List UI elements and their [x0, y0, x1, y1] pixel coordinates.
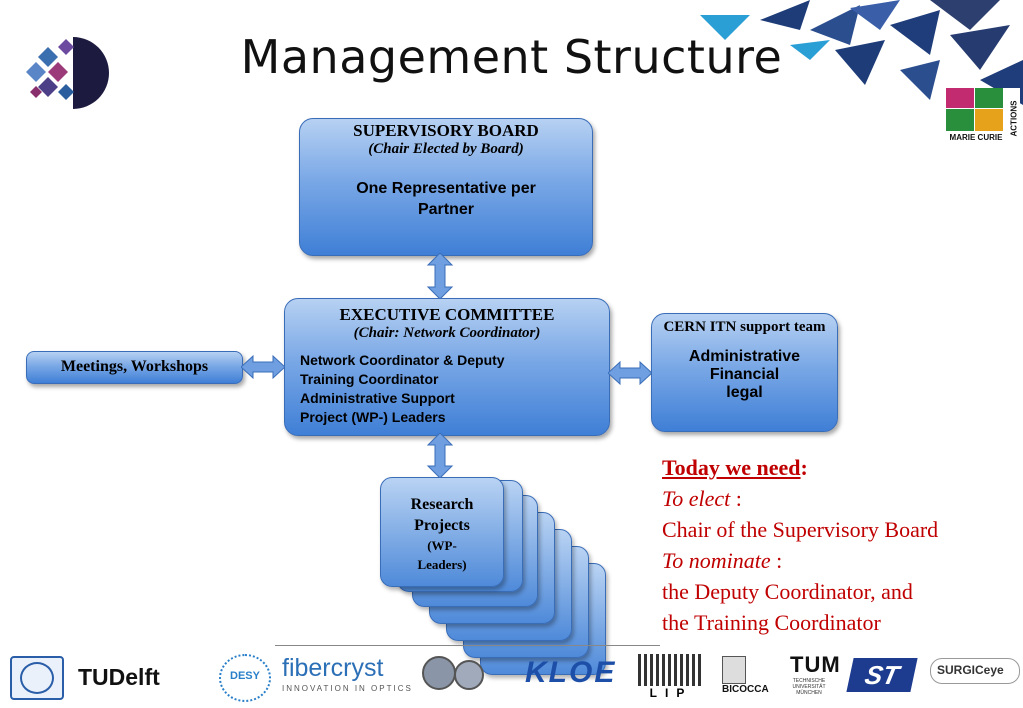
- member-item: Project (WP-) Leaders: [300, 409, 446, 425]
- nominate-item: the Deputy Coordinator, and: [662, 579, 913, 604]
- cern-support-lines: Administrative Financial legal: [652, 348, 837, 402]
- partner-logos: TUDelft DESY fibercryst INNOVATION IN OP…: [0, 650, 1023, 706]
- executive-committee-subtitle: (Chair: Network Coordinator): [353, 325, 541, 341]
- tum-logo: TUM: [790, 652, 841, 677]
- member-item: Network Coordinator & Deputy: [300, 352, 505, 368]
- member-item: Administrative Support: [300, 390, 455, 406]
- research-projects-box: Research Projects (WP- Leaders): [380, 477, 504, 587]
- elect-label: To elect: [662, 486, 731, 511]
- research-line: Leaders): [417, 557, 467, 572]
- badge-text: MARIE CURIE: [949, 133, 1003, 142]
- today-heading: Today we need: [662, 455, 801, 480]
- cern-support-box: CERN ITN support team Administrative Fin…: [651, 313, 838, 432]
- cern-support-line: Financial: [709, 366, 780, 383]
- footer-divider: [275, 645, 660, 646]
- supervisory-board-body: One Representative per Partner: [356, 180, 536, 218]
- st-logo: ST: [846, 658, 918, 692]
- meetings-box: Meetings, Workshops: [26, 351, 243, 384]
- heidelberg-seal-icon: [454, 660, 484, 690]
- nominate-item: the Training Coordinator: [662, 610, 881, 635]
- meetings-label: Meetings, Workshops: [60, 358, 209, 375]
- bicocca-emblem-icon: [722, 656, 746, 684]
- member-item: Training Coordinator: [300, 371, 439, 387]
- bicocca-logo: BICOCCA: [722, 684, 769, 695]
- cern-support-line: Administrative: [688, 348, 801, 365]
- heidelberg-seal-icon: [422, 656, 456, 690]
- double-arrow-horizontal-icon: [608, 360, 652, 386]
- executive-committee-members: Network Coordinator & Deputy Training Co…: [300, 351, 609, 427]
- supervisory-board-subtitle: (Chair Elected by Board): [368, 141, 524, 157]
- research-line: Research: [410, 496, 474, 513]
- today-we-need-text: Today we need: To elect : Chair of the S…: [662, 452, 938, 638]
- lip-logo: LIP: [638, 654, 704, 700]
- supervisory-board-box: SUPERVISORY BOARD (Chair Elected by Boar…: [299, 118, 593, 256]
- research-line: (WP-: [427, 538, 457, 553]
- nominate-colon: :: [770, 548, 783, 573]
- supervisory-board-title: SUPERVISORY BOARD: [353, 121, 539, 140]
- cern-support-line: legal: [726, 384, 763, 401]
- executive-committee-box: EXECUTIVE COMMITTEE (Chair: Network Coor…: [284, 298, 610, 436]
- elect-item: Chair of the Supervisory Board: [662, 517, 939, 542]
- fibercryst-logo: fibercryst: [282, 654, 384, 682]
- cern-logo: [10, 656, 64, 700]
- research-line: Projects: [414, 517, 470, 534]
- desy-logo: DESY: [219, 654, 271, 702]
- kloe-logo: KLOE: [525, 656, 617, 689]
- marie-curie-badge: MARIE CURIE ACTIONS: [946, 88, 1020, 146]
- page-title: Management Structure: [240, 30, 783, 84]
- tudelft-logo: TUDelft: [78, 664, 160, 690]
- tum-subtitle: TECHNISCHE UNIVERSITÄT MÜNCHEN: [792, 678, 826, 696]
- elect-colon: :: [730, 486, 742, 511]
- executive-committee-title: EXECUTIVE COMMITTEE: [339, 305, 555, 324]
- surgiceye-logo: SURGICeye: [930, 658, 1020, 684]
- nominate-label: To nominate: [662, 548, 771, 573]
- project-logo: [26, 37, 109, 109]
- triangle-decoration-icon: [700, 0, 1023, 105]
- double-arrow-vertical-icon: [426, 253, 454, 299]
- double-arrow-vertical-icon: [426, 433, 454, 478]
- fibercryst-tagline: INNOVATION IN OPTICS: [282, 684, 413, 693]
- today-colon: :: [800, 455, 808, 480]
- badge-side-text: ACTIONS: [1009, 100, 1019, 137]
- double-arrow-horizontal-icon: [241, 354, 285, 380]
- cern-support-title: CERN ITN support team: [663, 319, 826, 335]
